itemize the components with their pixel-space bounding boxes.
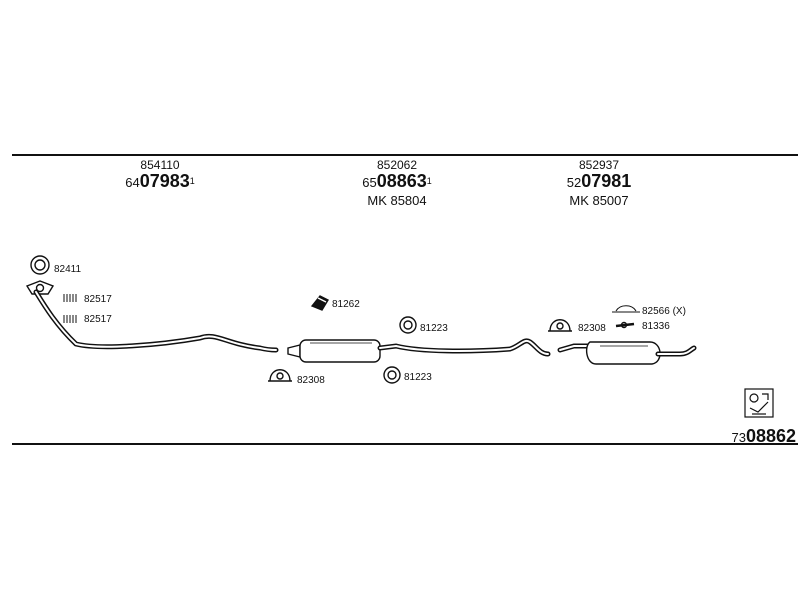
rubber-hanger-icon — [310, 295, 329, 311]
part-catalog-number: 854110 — [140, 158, 180, 172]
top-rule — [12, 154, 798, 156]
rear-silencer — [557, 341, 697, 365]
ring-clamp-icon — [383, 366, 401, 384]
mounting-kit-number: MK 85007 — [569, 193, 629, 208]
mounting-kit-number: MK 85804 — [367, 193, 427, 208]
part-catalog-number: 852062 — [376, 158, 418, 172]
part-number: 65088631 — [362, 171, 432, 191]
label-81262: 81262 — [332, 299, 360, 310]
u-bolt-clamp-icon — [548, 319, 572, 332]
label-82566: 82566 (X) — [642, 306, 686, 317]
label-81223-b: 81223 — [404, 372, 432, 383]
ring-clamp-icon — [399, 316, 417, 334]
flange-gasket-icon — [25, 280, 55, 295]
label-82517-b: 82517 — [84, 314, 112, 325]
label-82411: 82411 — [54, 264, 82, 275]
part-number: 5207981 — [566, 171, 632, 191]
rubber-hanger-icon — [612, 305, 640, 313]
label-82308-a: 82308 — [297, 375, 325, 386]
ring-clamp-icon-inner — [387, 370, 397, 380]
spring-icon — [63, 294, 77, 302]
bottom-rule — [12, 443, 798, 445]
reference-number: 7308862 — [731, 426, 796, 446]
part-header-front-pipe: 854110 64079831 — [80, 158, 240, 192]
ring-clamp-icon — [30, 255, 50, 275]
label-81223-a: 81223 — [420, 323, 448, 334]
u-bolt-clamp-icon — [268, 369, 292, 382]
ring-clamp-icon-inner — [34, 259, 46, 271]
label-82517-a: 82517 — [84, 294, 112, 305]
part-catalog-number: 852937 — [578, 158, 620, 172]
ring-clamp-icon — [615, 321, 635, 329]
label-81336: 81336 — [642, 321, 670, 332]
middle-silencer — [287, 338, 551, 363]
ring-clamp-icon-inner — [403, 320, 413, 330]
part-number: 64079831 — [125, 171, 195, 191]
catalog-reference-icon — [744, 388, 774, 418]
part-header-middle-silencer: 852062 65088631 MK 85804 — [317, 158, 477, 209]
spring-icon — [63, 315, 77, 323]
part-header-rear-silencer: 852937 5207981 MK 85007 — [519, 158, 679, 209]
label-82308-b: 82308 — [578, 323, 606, 334]
